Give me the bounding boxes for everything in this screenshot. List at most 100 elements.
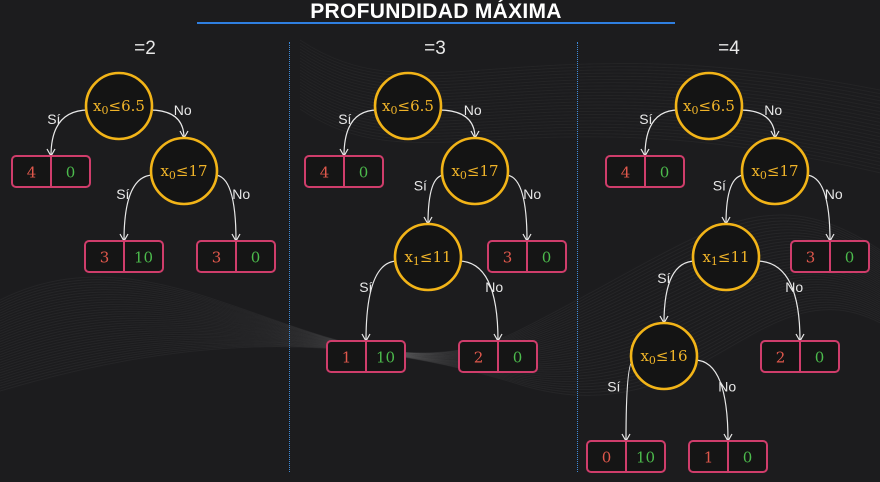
leaf-count-class-0: 4 — [621, 164, 631, 182]
edge-label-si: Sí — [639, 111, 652, 127]
edge-label-no: No — [718, 379, 736, 395]
leaf-count-class-0: 4 — [320, 164, 330, 182]
leaf-count-class-1: 10 — [636, 449, 655, 467]
leaf-count-class-1: 0 — [542, 249, 552, 267]
leaf-count-class-0: 4 — [27, 164, 37, 182]
title-underline — [197, 22, 675, 24]
edge-line — [427, 174, 445, 225]
edge-line — [50, 109, 89, 157]
edge-label-no: No — [485, 279, 503, 295]
edge-line — [739, 109, 776, 139]
wave-line — [0, 291, 880, 378]
leaf-count-class-1: 0 — [513, 349, 523, 367]
leaf-count-class-0: 3 — [212, 249, 222, 267]
edge-label-si: Sí — [713, 178, 726, 194]
leaf-count-class-0: 0 — [602, 449, 612, 467]
decision-node-label: x1≤11 — [404, 248, 451, 268]
edge-label-no: No — [232, 186, 250, 202]
leaf-count-class-0: 3 — [503, 249, 513, 267]
depth-label-4: =4 — [718, 38, 740, 59]
decision-node-label: x0≤17 — [160, 162, 207, 182]
leaf-node: 3 10 — [84, 240, 164, 273]
decision-node — [393, 222, 463, 292]
edge-label-si: Sí — [657, 270, 670, 286]
column-divider — [577, 42, 578, 472]
edge-label-si: Sí — [338, 111, 351, 127]
edge-line — [625, 359, 634, 442]
edge-line — [343, 109, 378, 157]
decision-node — [691, 222, 761, 292]
leaf-count-class-1: 0 — [66, 164, 76, 182]
edge-label-si: Sí — [47, 111, 60, 127]
edge-line — [644, 109, 679, 157]
edge-label-no: No — [523, 186, 541, 202]
decision-node-label: x0≤6.5 — [93, 97, 145, 117]
leaf-count-class-1: 0 — [845, 249, 855, 267]
decision-node-label: x0≤16 — [640, 347, 687, 367]
leaf-count-class-1: 0 — [251, 249, 261, 267]
edge-label-si: Sí — [414, 178, 427, 194]
edge-line — [694, 359, 729, 442]
leaf-count-class-1: 0 — [815, 349, 825, 367]
edge-line — [438, 109, 476, 139]
leaf-count-class-0: 3 — [806, 249, 816, 267]
decision-node — [373, 71, 443, 141]
edge-line — [214, 174, 237, 242]
leaf-count-class-1: 10 — [134, 249, 153, 267]
decision-node-label: x0≤6.5 — [683, 97, 735, 117]
edge-label-no: No — [464, 102, 482, 118]
depth-label-3: =3 — [424, 38, 446, 59]
edge-label-no: No — [825, 186, 843, 202]
wave-line — [0, 304, 880, 391]
page-title: PROFUNDIDAD MÁXIMA — [310, 0, 562, 23]
wave-line — [0, 294, 880, 380]
edge-line — [663, 260, 696, 324]
leaf-node: 0 10 — [586, 440, 666, 473]
decision-node — [629, 321, 699, 391]
wave-line — [0, 306, 880, 394]
decision-node-label: x0≤6.5 — [382, 97, 434, 117]
edge-line — [505, 174, 528, 242]
edge-label-si: Sí — [116, 186, 129, 202]
edge-label-si: Sí — [607, 379, 620, 395]
leaf-count-class-0: 2 — [474, 349, 484, 367]
edge-line — [725, 174, 745, 225]
edge-label-si: Sí — [359, 279, 372, 295]
edge-line — [123, 174, 154, 242]
leaf-count-class-1: 0 — [660, 164, 670, 182]
depth-label-2: =2 — [134, 38, 156, 59]
leaf-count-class-0: 1 — [342, 349, 352, 367]
edge-label-no: No — [174, 102, 192, 118]
wave-line — [0, 301, 880, 388]
decision-node — [674, 71, 744, 141]
decision-node — [149, 136, 219, 206]
decision-node-label: x0≤17 — [451, 162, 498, 182]
leaf-count-class-0: 2 — [776, 349, 786, 367]
wave-line — [0, 296, 880, 383]
wave-line — [0, 299, 880, 385]
column-divider — [289, 42, 290, 472]
decision-node — [440, 136, 510, 206]
decision-node — [740, 136, 810, 206]
leaf-count-class-0: 1 — [704, 449, 714, 467]
decision-node-label: x1≤11 — [702, 248, 749, 268]
wave-line — [0, 309, 880, 396]
leaf-count-class-0: 3 — [100, 249, 110, 267]
edge-line — [756, 260, 801, 342]
edge-line — [458, 260, 499, 342]
edge-line — [805, 174, 831, 242]
decision-node — [84, 71, 154, 141]
edge-label-no: No — [764, 102, 782, 118]
